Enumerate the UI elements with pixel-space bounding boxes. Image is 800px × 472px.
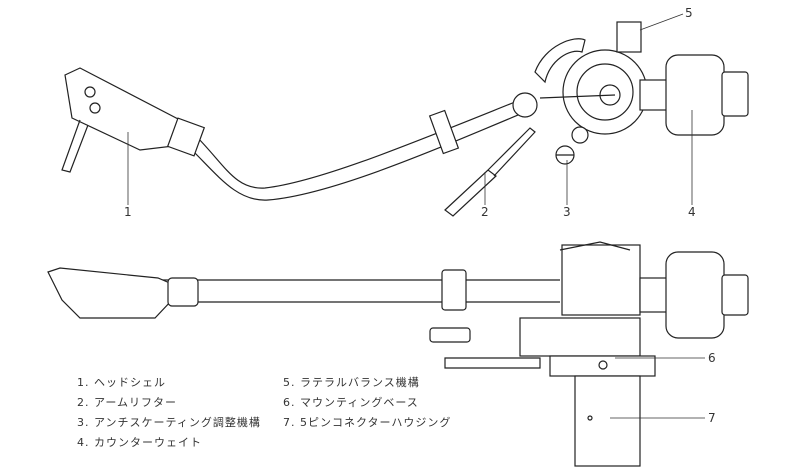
- callout-2: 2: [481, 205, 489, 219]
- legend-num: 7.: [283, 416, 296, 429]
- legend-num: 2.: [77, 396, 90, 409]
- callout-4: 4: [688, 205, 696, 219]
- side-view: [47, 241, 749, 467]
- legend-num: 1.: [77, 376, 90, 389]
- legend-item: 1. ヘッドシェル: [77, 374, 166, 390]
- top-view: [61, 21, 749, 217]
- counterweight-side: [639, 251, 749, 339]
- callout-7: 7: [708, 411, 716, 425]
- headshell-top: [61, 67, 206, 173]
- arm-lifter-top: [444, 127, 536, 217]
- legend-num: 4.: [77, 436, 90, 449]
- legend-label: カウンターウェイト: [94, 436, 202, 449]
- legend-item: 4. カウンターウェイト: [77, 434, 202, 450]
- legend-label: アンチスケーティング調整機構: [94, 416, 261, 429]
- legend-num: 6.: [283, 396, 296, 409]
- pivot-housing-side: [429, 241, 656, 377]
- legend-num: 3.: [77, 416, 90, 429]
- arm-tube-side: [160, 279, 560, 303]
- callout-1: 1: [124, 205, 132, 219]
- legend-label: ヘッドシェル: [94, 376, 166, 389]
- callout-6: 6: [708, 351, 716, 365]
- pivot-assembly-top: [512, 21, 648, 165]
- counterweight-top: [639, 54, 749, 136]
- legend-label: マウンティングベース: [300, 396, 419, 409]
- arm-collar: [167, 277, 199, 307]
- legend-item: 5. ラテラルバランス機構: [283, 374, 420, 390]
- legend-item: 7. 5ピンコネクターハウジング: [283, 414, 451, 430]
- arm-clamp: [428, 109, 460, 155]
- connector-housing: [574, 375, 641, 467]
- callout-5: 5: [685, 6, 693, 20]
- legend-num: 5.: [283, 376, 296, 389]
- legend-item: 2. アームリフター: [77, 394, 177, 410]
- headshell-side: [47, 267, 173, 319]
- callout-3: 3: [563, 205, 571, 219]
- legend-label: アームリフター: [94, 396, 178, 409]
- legend-label: 5ピンコネクターハウジング: [300, 416, 452, 429]
- legend-item: 3. アンチスケーティング調整機構: [77, 414, 261, 430]
- legend-label: ラテラルバランス機構: [300, 376, 420, 389]
- legend-item: 6. マウンティングベース: [283, 394, 419, 410]
